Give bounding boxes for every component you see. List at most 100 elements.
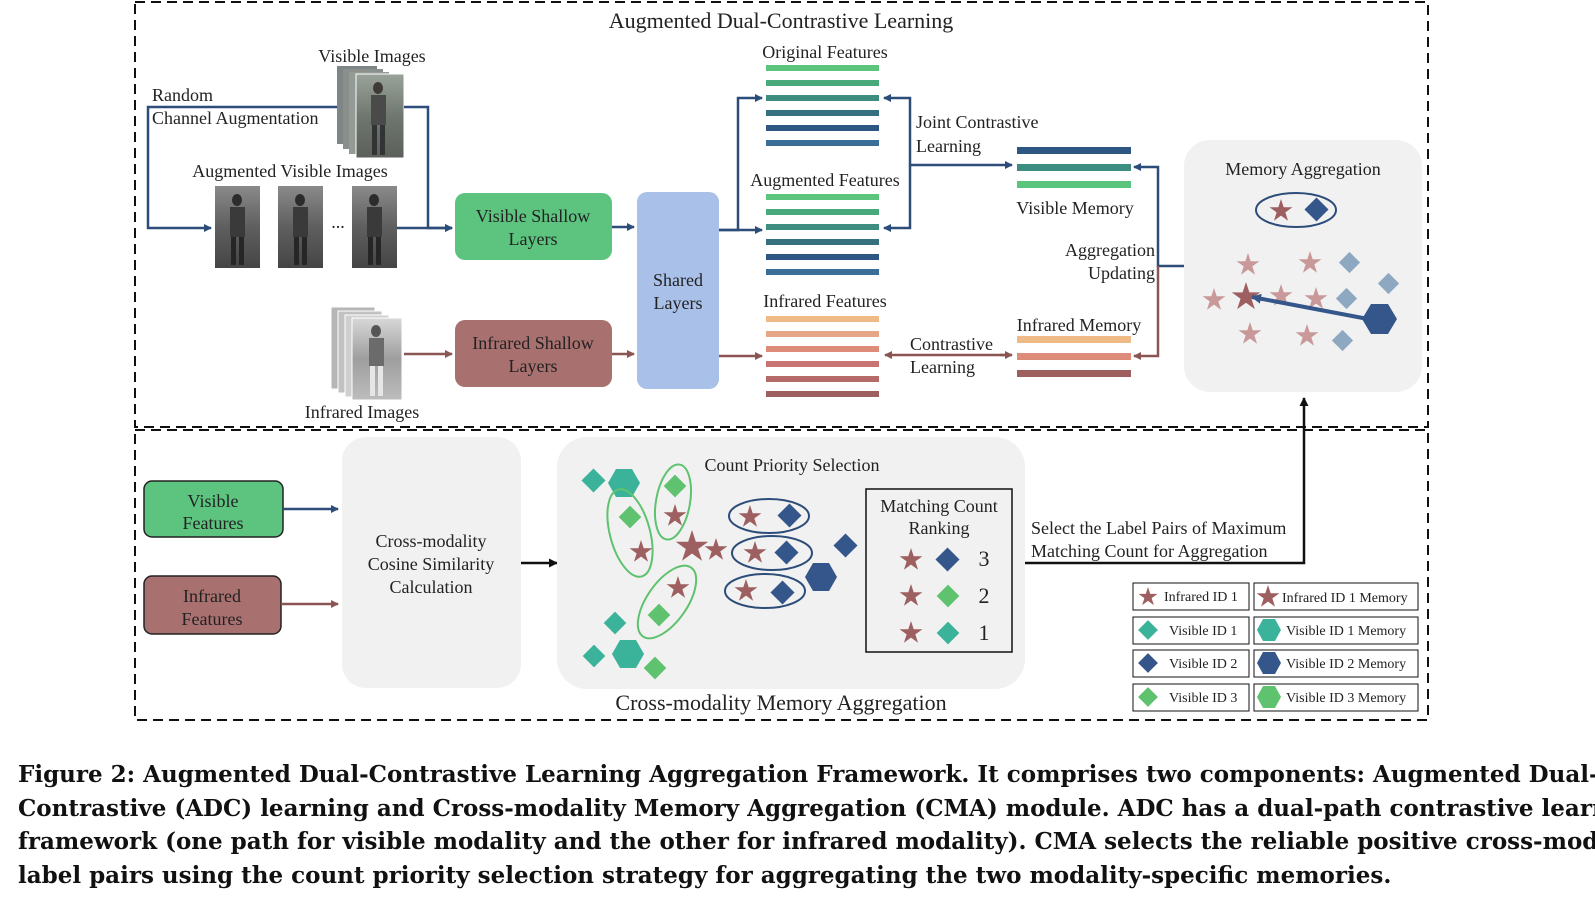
random-aug-label-2: Channel Augmentation (152, 108, 318, 128)
random-aug-label-1: Random (152, 85, 213, 105)
contrastive-label-1: Contrastive (910, 334, 993, 354)
visible-memory-hexagon-icon (1362, 304, 1397, 334)
legend-label-infrared-id1-memory: Infrared ID 1 Memory (1282, 591, 1408, 606)
ranking-row-3: 1 (899, 620, 990, 645)
legend: Infrared ID 1 Infrared ID 1 Memory Visib… (1132, 582, 1419, 712)
legend-infrared-id1-memory (1253, 582, 1419, 611)
caption-line-4: label pairs using the count priority sel… (18, 861, 1392, 889)
aggregation-vector-arrow (1251, 293, 1369, 321)
ellipsis: ... (331, 212, 345, 232)
visible-images-stack (337, 66, 405, 159)
ranking-value-2: 2 (979, 583, 990, 608)
augmented-image-1 (215, 186, 260, 268)
visible-features-label-1: Visible (188, 491, 239, 511)
visible-memory-bars (1017, 147, 1131, 188)
agg-to-visible-memory-arrow (1133, 163, 1184, 268)
infrared-shallow-label-1: Infrared Shallow (472, 333, 593, 353)
adc-title: Augmented Dual-Contrastive Learning (609, 8, 954, 33)
shared-label-2: Layers (654, 293, 703, 313)
original-features-label: Original Features (762, 42, 887, 62)
visible-shallow-layers (455, 193, 612, 260)
adc-frame (134, 1, 1429, 428)
ranking-table (865, 488, 1013, 653)
augmented-image-2 (278, 186, 323, 268)
ranking-value-3: 1 (979, 620, 990, 645)
agg-to-infrared-memory-arrow (1133, 266, 1160, 360)
cosine-similarity-panel (342, 437, 521, 688)
legend-visible-id1 (1132, 616, 1250, 645)
cma-frame (134, 429, 1429, 721)
caption-line-2: Contrastive (ADC) learning and Cross-mod… (18, 794, 1595, 822)
joint-label-2: Learning (916, 136, 981, 156)
framework-diagram: Augmented Dual-Contrastive Learning Visi… (134, 1, 1429, 721)
legend-label-infrared-id1: Infrared ID 1 (1164, 590, 1238, 605)
random-aug-arrow (146, 105, 337, 232)
select-label-2: Matching Count for Aggregation (1031, 541, 1267, 561)
legend-hexagon-icon-3 (1257, 686, 1281, 708)
joint-to-original-arrow (883, 94, 912, 165)
legend-visible-id3-memory (1253, 683, 1419, 712)
figure-caption: Figure 2: Augmented Dual-Contrastive Lea… (18, 758, 1595, 892)
infrared-images-stack (330, 306, 403, 401)
legend-label-visible-id2-memory: Visible ID 2 Memory (1286, 657, 1406, 672)
selection-to-memory-arrow (1025, 397, 1309, 565)
legend-label-visible-id3-memory: Visible ID 3 Memory (1286, 691, 1406, 706)
cma-title: Cross-modality Memory Aggregation (615, 690, 946, 715)
shared-to-original-arrow (719, 94, 763, 232)
infrared-shallow-label-2: Layers (509, 356, 558, 376)
agg-label-1: Aggregation (1065, 240, 1155, 260)
legend-diamond-icon-1 (1138, 620, 1158, 640)
aggregated-diamond-icon (1304, 197, 1329, 222)
legend-visible-id1-memory (1253, 616, 1419, 645)
legend-diamond-icon-2 (1138, 653, 1158, 673)
select-label-1: Select the Label Pairs of Maximum (1031, 518, 1286, 538)
caption-line-3: framework (one path for visible modality… (18, 828, 1595, 855)
visible-memory-label: Visible Memory (1016, 198, 1133, 218)
visible-to-shallow-arrow (404, 105, 453, 232)
original-features-bars (766, 65, 879, 146)
count-priority-label: Count Priority Selection (705, 455, 880, 475)
memory-aggregation-panel (1184, 140, 1422, 392)
legend-star-memory-icon (1256, 585, 1280, 607)
ranking-label-1: Matching Count (880, 496, 998, 516)
infrared-shallow-layers (455, 320, 612, 387)
infrared-memory-bars (1017, 336, 1131, 377)
legend-visible-id2-memory (1253, 649, 1419, 678)
augmented-features-bars (766, 194, 879, 275)
legend-visible-id2 (1132, 649, 1250, 678)
cosine-label-3: Calculation (390, 577, 473, 597)
cosine-label-1: Cross-modality (376, 531, 487, 551)
ranking-label-2: Ranking (909, 518, 970, 538)
caption-line-1: Figure 2: Augmented Dual-Contrastive Lea… (18, 761, 1595, 788)
count-priority-scatter (581, 463, 858, 680)
legend-label-visible-id2: Visible ID 2 (1169, 657, 1237, 672)
augmented-visible-images-label: Augmented Visible Images (192, 161, 388, 181)
visible-features-label-2: Features (183, 513, 244, 533)
legend-hexagon-icon-2 (1257, 652, 1281, 674)
legend-hexagon-icon-1 (1257, 619, 1281, 641)
aggregated-star-icon (1269, 199, 1293, 221)
legend-label-visible-id1: Visible ID 1 (1169, 624, 1237, 639)
augmented-features-label: Augmented Features (750, 170, 899, 190)
augmented-image-3 (352, 186, 397, 268)
shared-label-1: Shared (653, 270, 703, 290)
infrared-features-bars (766, 316, 879, 397)
infrared-images-label: Infrared Images (305, 402, 419, 422)
infrared-features-label: Infrared Features (763, 291, 886, 311)
cosine-label-2: Cosine Similarity (368, 554, 495, 574)
legend-diamond-icon-3 (1138, 687, 1158, 707)
shared-layers (637, 192, 719, 389)
visible-shallow-label-2: Layers (509, 229, 558, 249)
aggregated-pair-ellipse (1255, 192, 1337, 228)
legend-infrared-id1 (1132, 582, 1250, 611)
memory-aggregation-label: Memory Aggregation (1225, 159, 1380, 179)
infrared-memory-label: Infrared Memory (1017, 315, 1141, 335)
ranking-value-1: 3 (979, 546, 990, 571)
legend-label-visible-id3: Visible ID 3 (1169, 691, 1237, 706)
joint-to-augmented-arrow (883, 165, 912, 232)
legend-label-visible-id1-memory: Visible ID 1 Memory (1286, 624, 1406, 639)
agg-label-2: Updating (1088, 263, 1155, 283)
legend-star-icon (1138, 587, 1158, 606)
legend-visible-id3 (1132, 683, 1250, 712)
infrared-features-label-1: Infrared (183, 586, 241, 606)
